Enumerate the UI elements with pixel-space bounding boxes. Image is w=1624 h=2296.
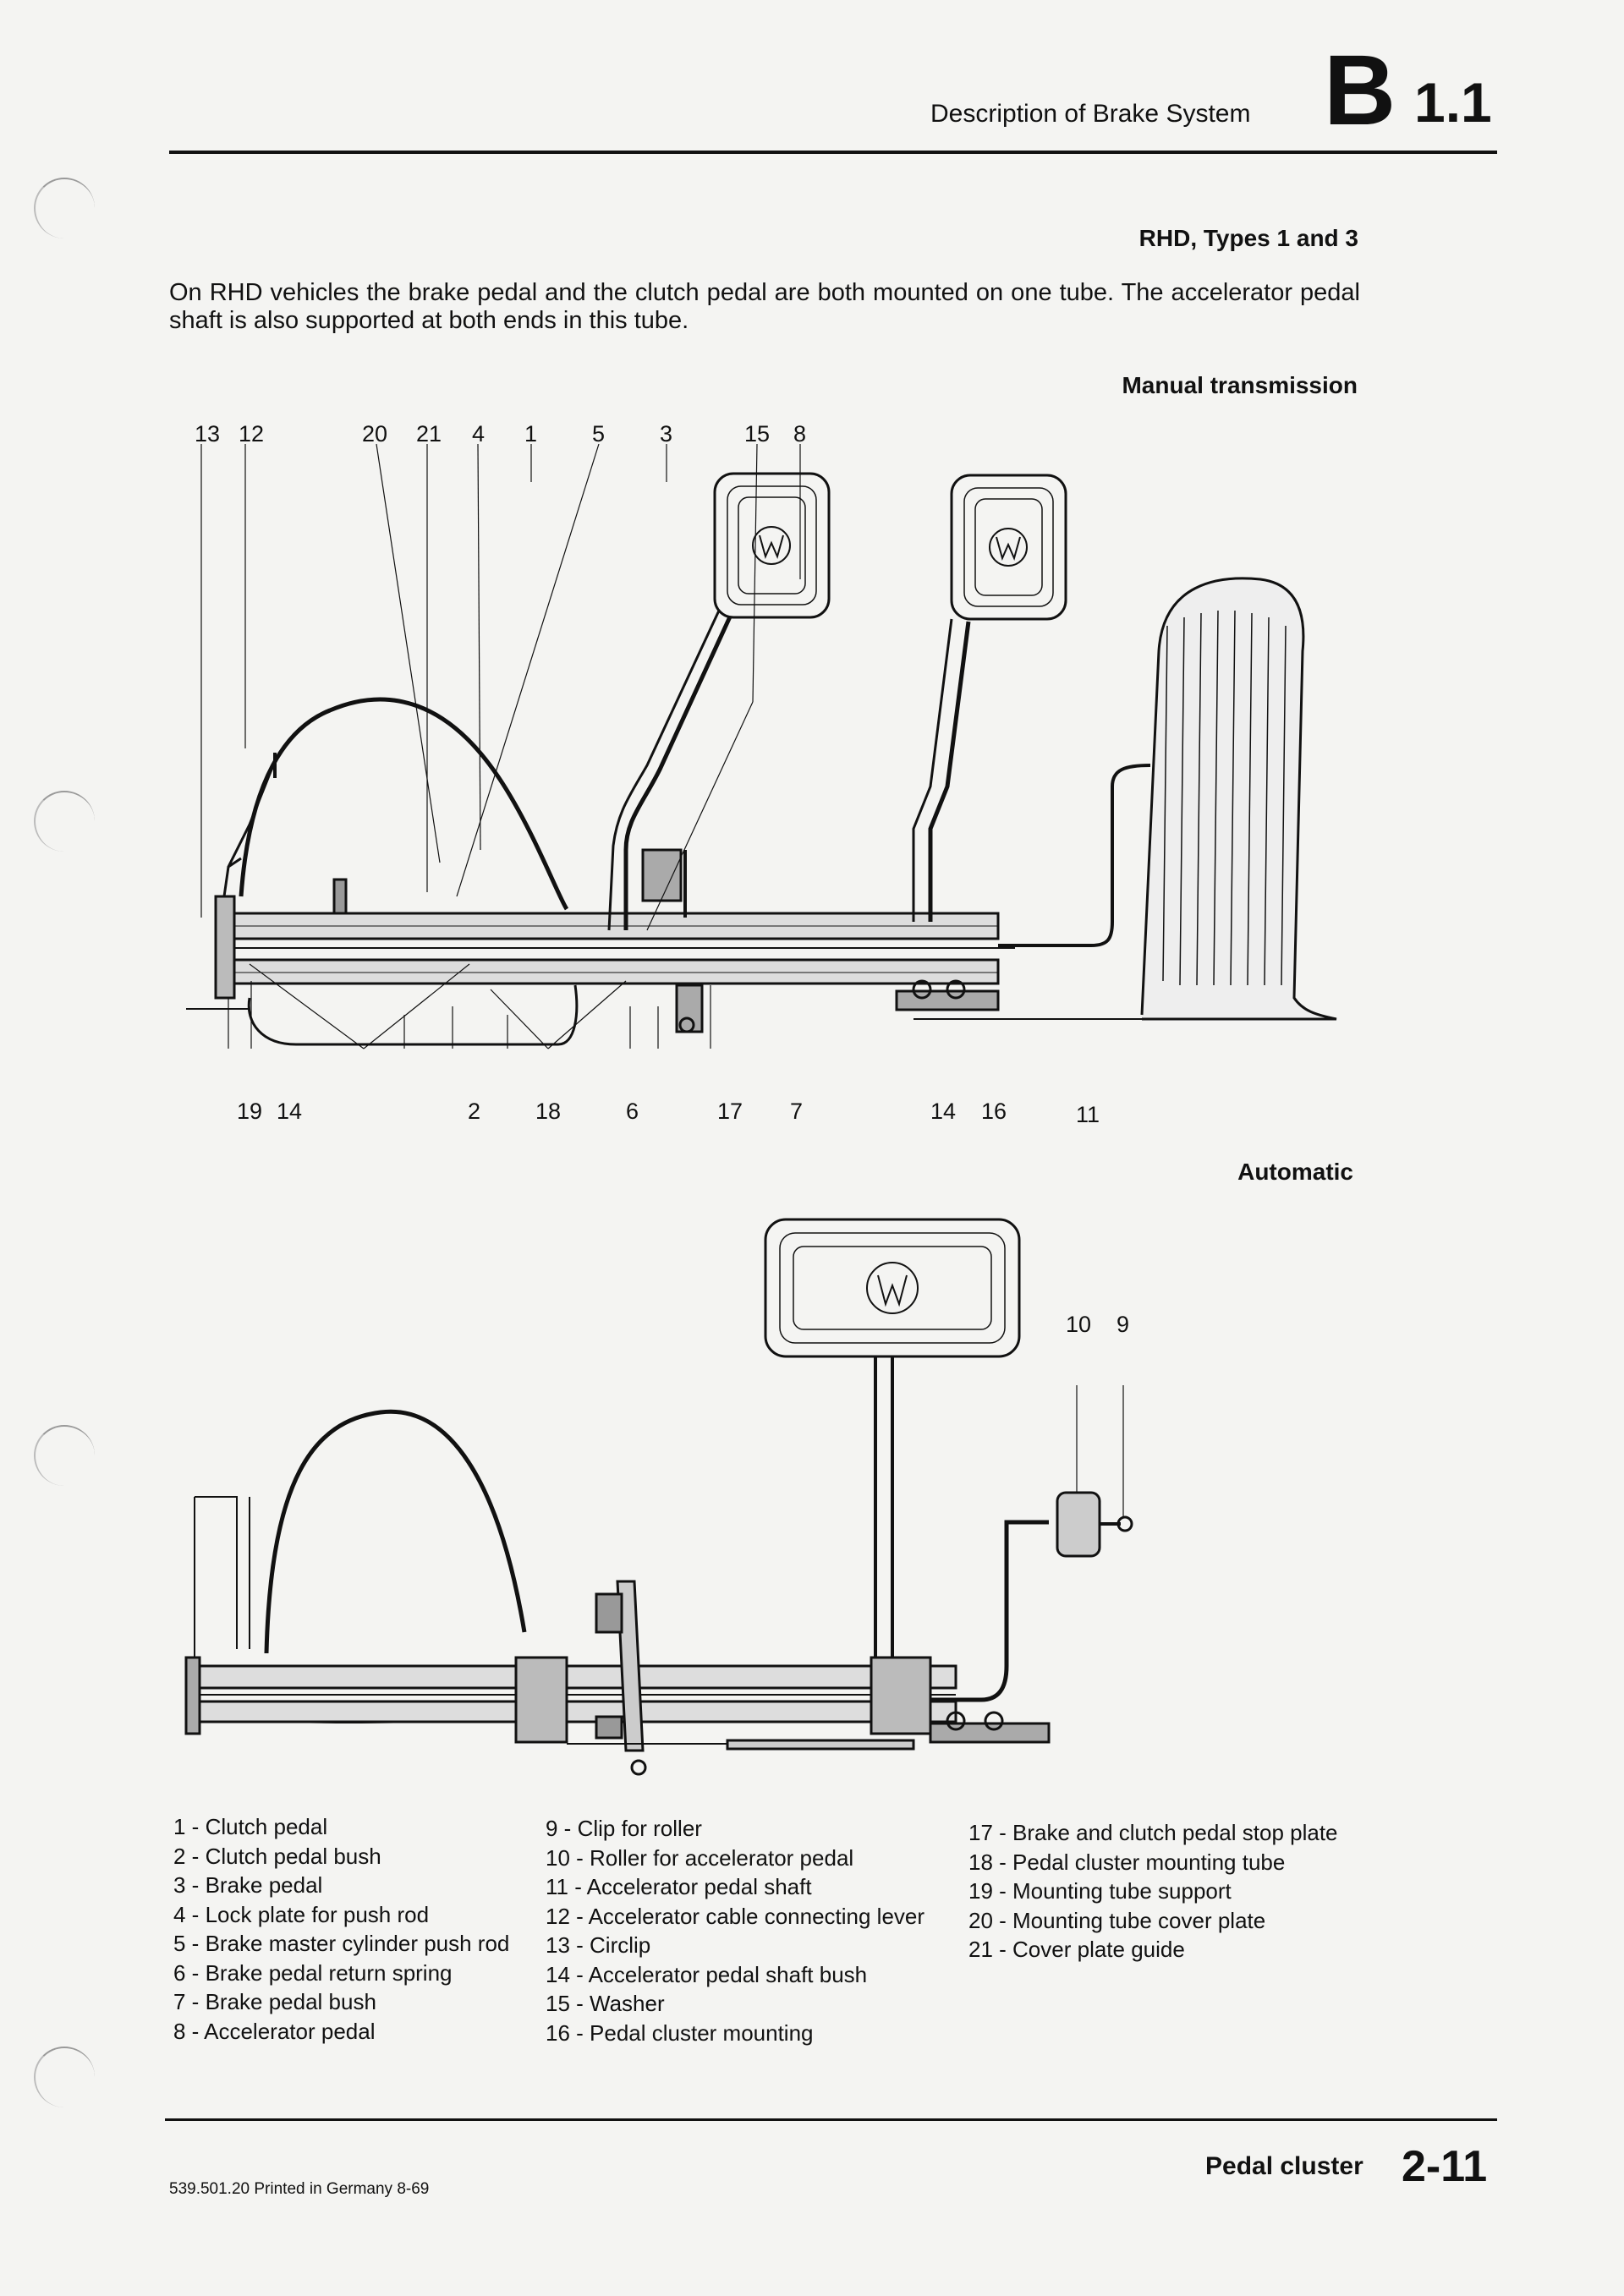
accelerator-shaft [998, 764, 1151, 947]
legend-item: 18 - Pedal cluster mounting tube [968, 1849, 1286, 1875]
legend-item: 8 - Accelerator pedal [173, 2018, 376, 2044]
fig1-callout-bottom: 7 [790, 1099, 803, 1124]
fig1-callout-bottom: 14 [277, 1099, 302, 1124]
clutch-pedal-arm [623, 611, 734, 930]
legend-item: 9 - Clip for roller [546, 1816, 702, 1841]
tunnel-housing [264, 1409, 527, 1654]
brake-pedal-pad [764, 1218, 1021, 1358]
header-rule [169, 151, 1497, 154]
brake-pedal-arm [928, 621, 971, 922]
fig2-callout-top: 10 [1066, 1312, 1091, 1337]
intro-paragraph: On RHD vehicles the brake pedal and the … [169, 279, 1360, 334]
legend-item: 21 - Cover plate guide [968, 1937, 1185, 1962]
punch-hole-1 [34, 178, 95, 238]
punch-hole-4 [34, 2047, 95, 2107]
legend-item: 1 - Clutch pedal [173, 1814, 328, 1839]
legend-item: 10 - Roller for accelerator pedal [546, 1844, 854, 1871]
legend-item: 12 - Accelerator cable connecting lever [546, 1903, 925, 1929]
legend-item: 11 - Accelerator pedal shaft [546, 1874, 812, 1899]
page-number: 2-11 [1402, 2142, 1488, 2191]
legend-item: 13 - Circlip [546, 1932, 651, 1958]
fig1-callout-top: 5 [592, 423, 605, 447]
accelerator-roller [1056, 1491, 1101, 1558]
legend-item: 6 - Brake pedal return spring [173, 1959, 453, 1986]
fig1-callout-bottom: 19 [237, 1099, 262, 1124]
fig1-callout-bottom: 6 [626, 1099, 639, 1124]
fig1-callout-top: 4 [472, 423, 485, 447]
legend-col-2: 9 - Clip for roller 10 - Roller for acce… [546, 1814, 924, 2047]
accelerator-shaft [930, 1520, 1049, 1702]
figure-manual-transmission: 13 12 20 21 4 1 5 3 15 8 19 14 2 18 6 17… [186, 423, 1337, 1127]
legend-item: 2 - Clutch pedal bush [173, 1843, 381, 1869]
fig1-callout-bottom: 11 [1076, 1102, 1100, 1127]
legend-item: 16 - Pedal cluster mounting [546, 2019, 814, 2046]
accelerator-pedal [1140, 577, 1337, 1021]
legend-item: 20 - Mounting tube cover plate [968, 1907, 1266, 1933]
fig1-callout-top: 3 [660, 423, 672, 447]
punch-hole-2 [34, 791, 95, 852]
print-info: 539.501.20 Printed in Germany 8-69 [169, 2180, 430, 2198]
section-number: 1.1 [1414, 71, 1492, 134]
fig1-callout-bottom: 18 [535, 1099, 561, 1124]
legend-item: 5 - Brake master cylinder push rod [173, 1931, 510, 1956]
fig1-callout-top: 1 [524, 423, 537, 447]
fig1-callout-bottom: 2 [468, 1099, 480, 1124]
legend-item: 4 - Lock plate for push rod [173, 1901, 430, 1927]
fig1-callout-top: 13 [195, 423, 220, 447]
legend-item: 15 - Washer [546, 1991, 665, 2016]
fig1-callout-bottom: 14 [930, 1099, 956, 1124]
footer-rule [165, 2118, 1497, 2121]
legend-item: 7 - Brake pedal bush [173, 1989, 376, 2014]
fig2-callout-top: 9 [1116, 1312, 1129, 1337]
fig1-callout-top: 21 [416, 423, 442, 447]
fig1-callout-bottom: 16 [981, 1099, 1007, 1124]
fig1-callout-top: 20 [362, 423, 387, 447]
section-letter: B [1324, 35, 1396, 146]
legend-item: 14 - Accelerator pedal shaft bush [546, 1961, 868, 1987]
legend-item: 3 - Brake pedal [173, 1872, 323, 1898]
fig1-callout-bottom: 17 [717, 1099, 743, 1124]
legend-col-3: 17 - Brake and clutch pedal stop plate 1… [968, 1818, 1338, 1964]
legend-item: 17 - Brake and clutch pedal stop plate [968, 1820, 1338, 1845]
mounting-tube [193, 1664, 957, 1690]
subtitle: RHD, Types 1 and 3 [1138, 225, 1358, 251]
fig1-callout-top: 15 [744, 423, 770, 447]
fig1-callout-top: 12 [239, 423, 264, 447]
figure1-caption: Manual transmission [1122, 372, 1358, 398]
punch-hole-3 [34, 1425, 95, 1486]
figure2-caption: Automatic [1237, 1159, 1353, 1185]
fig1-callout-top: 8 [793, 423, 806, 447]
header-title: Description of Brake System [930, 100, 1251, 128]
legend-col-1: 1 - Clutch pedal 2 - Clutch pedal bush 3… [173, 1812, 509, 2046]
legend-item: 19 - Mounting tube support [968, 1878, 1232, 1904]
figure-automatic: 10 9 [184, 1218, 1133, 1776]
footer-section-name: Pedal cluster [1205, 2152, 1363, 2180]
tunnel-housing [239, 697, 569, 911]
